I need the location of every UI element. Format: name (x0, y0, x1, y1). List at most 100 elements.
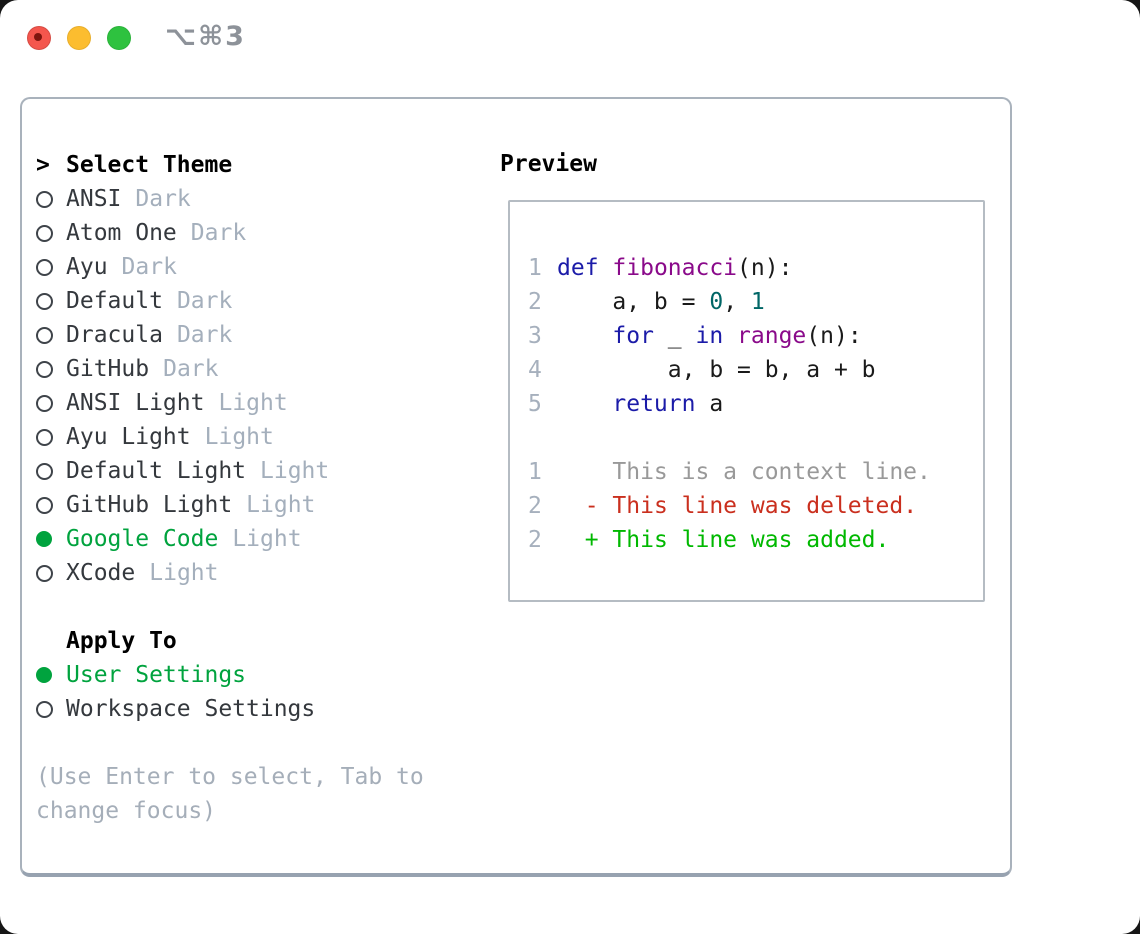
theme-item-ayu-dark[interactable]: Ayu Dark (36, 250, 329, 284)
theme-name: ANSI (66, 186, 122, 212)
code-line: 4 a, b = b, a + b (528, 353, 931, 387)
theme-variant-tag: Light (149, 560, 219, 586)
theme-name: GitHub Light (66, 492, 233, 518)
line-content: a, b = 0, 1 (557, 289, 765, 315)
window-titlebar: ⌥⌘3 (0, 0, 1140, 74)
theme-list-title: Select Theme (66, 152, 233, 178)
code-line (528, 421, 931, 455)
apply-to-header: Apply To (36, 624, 315, 658)
line-content: a, b = b, a + b (557, 357, 876, 383)
line-content: def fibonacci(n): (557, 255, 793, 281)
close-button[interactable] (27, 26, 51, 50)
code-line: 2 - This line was deleted. (528, 489, 931, 523)
theme-item-xcode-light[interactable]: XCode Light (36, 556, 329, 590)
hint-text: (Use Enter to select, Tab to change focu… (36, 764, 424, 824)
apply-option-workspace-settings[interactable]: Workspace Settings (36, 692, 315, 726)
theme-variant-tag: Light (218, 390, 288, 416)
line-number: 2 (528, 289, 542, 315)
apply-option-user-settings[interactable]: User Settings (36, 658, 315, 692)
maximize-button[interactable] (107, 26, 131, 50)
theme-item-github-dark[interactable]: GitHub Dark (36, 352, 329, 386)
theme-name: Dracula (66, 322, 163, 348)
theme-name: GitHub (66, 356, 150, 382)
radio-circle-icon (36, 428, 53, 446)
theme-item-ansi-dark[interactable]: ANSI Dark (36, 182, 329, 216)
theme-variant-tag: Dark (163, 356, 219, 382)
radio-cell (36, 224, 66, 242)
line-number: 4 (528, 357, 542, 383)
minimize-button[interactable] (67, 26, 91, 50)
apply-to-title: Apply To (66, 628, 177, 654)
theme-variant-tag: Dark (176, 322, 233, 348)
window-title: ⌥⌘3 (165, 21, 246, 52)
theme-variant-tag: Light (204, 424, 274, 450)
theme-name: Default Light (66, 458, 247, 484)
radio-cell (36, 564, 66, 582)
line-number: 3 (528, 323, 542, 349)
line-number: 1 (528, 255, 542, 281)
radio-cell (36, 394, 66, 412)
radio-circle-icon (36, 462, 53, 480)
theme-name: ANSI Light (66, 390, 205, 416)
close-dot-icon (34, 33, 42, 41)
theme-name: Atom One (66, 220, 177, 246)
radio-cell (36, 531, 66, 547)
theme-variant-tag: Dark (121, 254, 177, 280)
line-content: return a (612, 391, 724, 417)
line-number: 2 (528, 493, 542, 519)
code-line: 2 + This line was added. (528, 523, 931, 557)
theme-item-github-light-light[interactable]: GitHub Light Light (36, 488, 329, 522)
line-content: + This line was added. (584, 527, 890, 553)
preview-box: 1 def fibonacci(n): 2 a, b = 0, 1 3 for _ i… (508, 200, 985, 602)
theme-item-ansi-light-light[interactable]: ANSI Light Light (36, 386, 329, 420)
code-preview: 1 def fibonacci(n): 2 a, b = 0, 1 3 for _ i… (528, 251, 931, 557)
line-content: for _ in range(n): (612, 323, 862, 349)
radio-cell (36, 258, 66, 276)
line-number: 1 (528, 459, 542, 485)
code-line: 5 return a (528, 387, 931, 421)
line-content: - This line was deleted. (584, 493, 918, 519)
theme-variant-tag: Light (232, 526, 302, 552)
radio-circle-icon (36, 326, 53, 344)
radio-cell (36, 496, 66, 514)
theme-variant-tag: Light (246, 492, 316, 518)
radio-cell (36, 667, 66, 683)
preview-title: Preview (500, 151, 597, 177)
code-line: 1 This is a context line. (528, 455, 931, 489)
radio-cell (36, 360, 66, 378)
radio-circle-icon (36, 496, 53, 514)
theme-item-dracula-dark[interactable]: Dracula Dark (36, 318, 329, 352)
radio-cell (36, 190, 66, 208)
theme-name: Ayu Light (66, 424, 191, 450)
radio-cell (36, 326, 66, 344)
line-number: 5 (528, 391, 542, 417)
theme-item-default-light-light[interactable]: Default Light Light (36, 454, 329, 488)
theme-variant-tag: Dark (135, 186, 191, 212)
theme-variant-tag: Light (260, 458, 330, 484)
radio-cell (36, 292, 66, 310)
code-line: 1 def fibonacci(n): (528, 251, 931, 285)
radio-cell (36, 428, 66, 446)
radio-selected-icon (36, 667, 52, 683)
theme-name: Ayu (66, 254, 108, 280)
radio-circle-icon (36, 394, 53, 412)
code-line: 2 a, b = 0, 1 (528, 285, 931, 319)
radio-selected-icon (36, 531, 52, 547)
theme-item-ayu-light-light[interactable]: Ayu Light Light (36, 420, 329, 454)
radio-cell (36, 462, 66, 480)
radio-circle-icon (36, 190, 53, 208)
apply-option-label: Workspace Settings (66, 696, 316, 722)
selection-caret-icon: > (36, 152, 50, 178)
radio-circle-icon (36, 224, 53, 242)
theme-name: Default (66, 288, 163, 314)
theme-name: XCode (66, 560, 136, 586)
